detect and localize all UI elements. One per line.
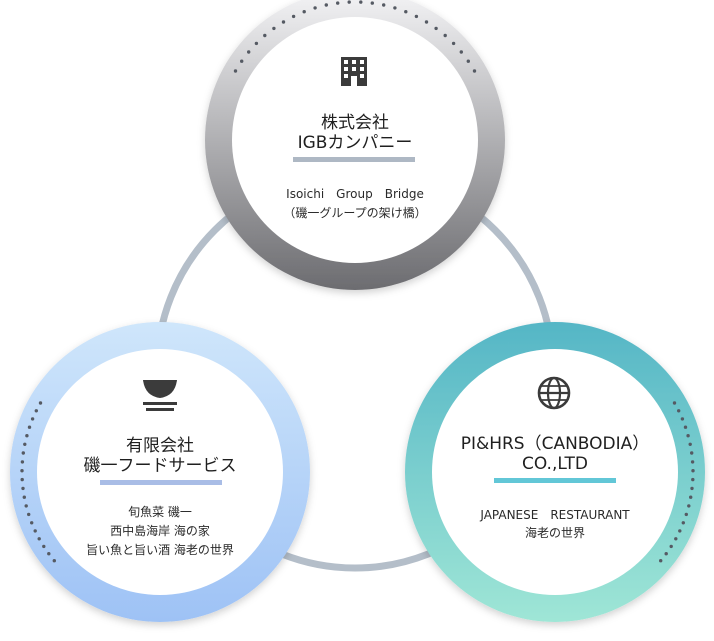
decorative-dot xyxy=(21,486,25,491)
pihrs-desc-line2: 海老の世界 xyxy=(524,526,585,540)
decorative-dot xyxy=(466,59,470,63)
decorative-dot xyxy=(47,552,51,556)
decorative-dot xyxy=(302,10,306,14)
igb-dotted-arc xyxy=(233,0,477,73)
isoichi-desc-line3: 旨い魚と旨い酒 海老の世界 xyxy=(86,543,234,557)
decorative-dot xyxy=(680,417,685,421)
decorative-dot xyxy=(689,495,693,499)
decorative-dot xyxy=(336,1,340,5)
decorative-dot xyxy=(659,559,663,563)
decorative-dot xyxy=(27,425,32,429)
decorative-dot xyxy=(20,469,24,473)
decorative-dot xyxy=(42,544,46,549)
igb-desc-line2: （磯一グループの架け橋） xyxy=(283,206,427,220)
decorative-dot xyxy=(681,521,685,525)
decorative-dot xyxy=(254,41,259,46)
decorative-dot xyxy=(272,26,276,31)
decorative-dot xyxy=(404,10,408,14)
decorative-dot xyxy=(324,3,328,7)
decorative-dot xyxy=(291,14,296,19)
decorative-dot xyxy=(424,20,429,24)
igb-inner-disc xyxy=(232,17,478,263)
decorative-dot xyxy=(678,529,682,533)
isoichi-dotted-arc xyxy=(20,401,56,563)
decorative-dot xyxy=(370,1,374,5)
decorative-dot xyxy=(24,504,28,508)
decorative-dot xyxy=(247,50,251,54)
isoichi-name-line2: 磯一フードサービス xyxy=(83,456,237,476)
pihrs-inner-disc xyxy=(432,349,678,595)
decorative-dot xyxy=(459,50,463,54)
decorative-dot xyxy=(669,544,673,549)
decorative-dot xyxy=(472,69,477,73)
decorative-dot xyxy=(38,401,43,405)
decorative-dot xyxy=(434,26,438,31)
decorative-dot xyxy=(33,529,37,533)
building-icon xyxy=(341,57,367,86)
isoichi-inner-disc xyxy=(37,349,283,595)
decorative-dot xyxy=(30,521,34,525)
decorative-dot xyxy=(672,401,677,405)
decorative-dot xyxy=(34,409,38,413)
decorative-dot xyxy=(23,442,27,446)
igb-underline-bar xyxy=(293,157,415,162)
pihrs-company-node xyxy=(405,322,705,622)
decorative-dot xyxy=(20,460,25,464)
decorative-dot xyxy=(690,451,694,455)
pihrs-underline-bar xyxy=(494,478,616,483)
decorative-dot xyxy=(37,537,41,541)
pihrs-name-line2: CO.,LTD xyxy=(522,454,588,474)
decorative-dot xyxy=(664,552,668,556)
igb-name-line1: 株式会社 xyxy=(321,113,389,133)
decorative-dot xyxy=(677,409,681,413)
pihrs-desc-line1: JAPANESE RESTAURANT xyxy=(480,508,630,522)
igb-company-node xyxy=(205,0,505,290)
decorative-dot xyxy=(22,495,26,499)
pihrs-name-line1: PI&HRS（CANBODIA） xyxy=(460,434,650,454)
igb-desc-line1: Isoichi Group Bridge xyxy=(286,187,424,201)
globe-icon xyxy=(537,376,571,410)
decorative-dot xyxy=(687,504,691,508)
decorative-dot xyxy=(30,417,35,421)
decorative-dot xyxy=(25,434,29,438)
pihrs-dotted-arc xyxy=(659,401,695,563)
decorative-dot xyxy=(347,0,351,4)
isoichi-name-line1: 有限会社 xyxy=(126,436,194,456)
decorative-dot xyxy=(691,477,695,482)
decorative-dot xyxy=(240,59,244,63)
decorative-dot xyxy=(233,69,238,73)
decorative-dot xyxy=(451,41,456,46)
decorative-dot xyxy=(20,477,24,482)
decorative-dot xyxy=(688,442,692,446)
isoichi-company-node xyxy=(10,322,310,622)
decorative-dot xyxy=(690,486,694,491)
decorative-dot xyxy=(690,460,695,464)
decorative-dot xyxy=(691,469,695,473)
decorative-dot xyxy=(27,512,31,517)
rice-bowl-icon xyxy=(143,380,177,411)
decorative-dot xyxy=(674,537,678,541)
decorative-dot xyxy=(382,3,386,7)
isoichi-underline-bar xyxy=(100,480,222,485)
decorative-dot xyxy=(393,6,397,10)
decorative-dot xyxy=(313,6,317,10)
decorative-dot xyxy=(686,434,690,438)
decorative-dot xyxy=(683,425,688,429)
decorative-dot xyxy=(52,559,56,563)
isoichi-desc-line1: 旬魚菜 磯一 xyxy=(128,505,192,519)
isoichi-desc-line2: 西中島海岸 海の家 xyxy=(110,524,210,538)
igb-name-line2: IGBカンパニー xyxy=(297,133,413,153)
decorative-dot xyxy=(281,20,286,24)
decorative-dot xyxy=(263,33,267,38)
decorative-dot xyxy=(684,512,688,517)
decorative-dot xyxy=(414,14,419,19)
decorative-dot xyxy=(443,33,447,38)
decorative-dot xyxy=(21,451,25,455)
decorative-dot xyxy=(359,0,363,4)
